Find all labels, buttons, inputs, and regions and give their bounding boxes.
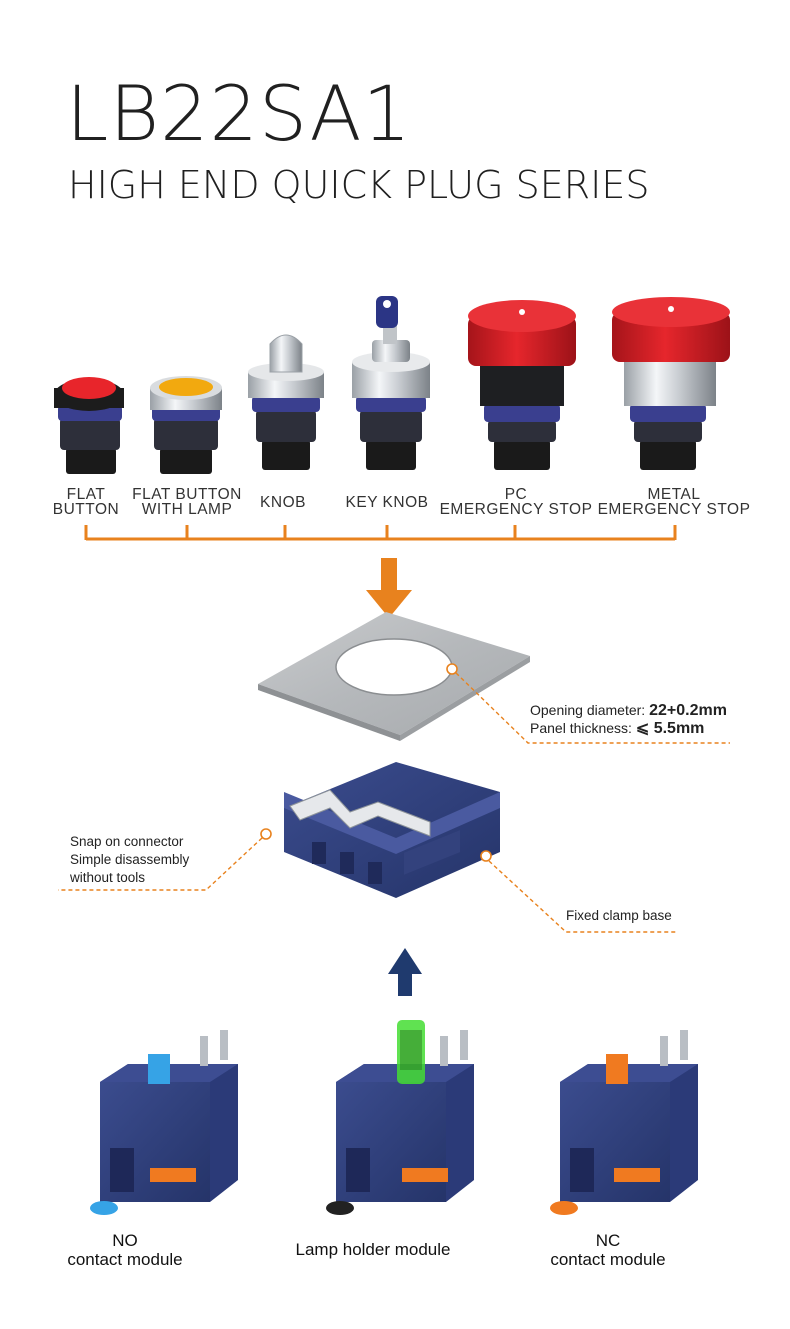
- label-flat-button-lamp: FLAT BUTTON WITH LAMP: [132, 486, 242, 518]
- fixed-clamp-note: Fixed clamp base: [566, 908, 672, 923]
- label-metal-emergency-stop: METAL EMERGENCY STOP: [597, 486, 751, 518]
- arrow-up-icon: [388, 948, 422, 996]
- panel-thickness-label: Panel thickness:: [530, 720, 632, 736]
- no-module-icon: [90, 1030, 238, 1215]
- opening-diameter-spec: Opening diameter: 22+0.2mm: [530, 701, 727, 720]
- label-knob: KNOB: [260, 494, 306, 511]
- lamp-button-icon: [150, 376, 222, 474]
- flat-button-icon: [54, 377, 124, 474]
- orange-bracket: [84, 525, 677, 541]
- nc-module-icon: [550, 1030, 698, 1215]
- lamp-module-label: Lamp holder module: [295, 1240, 451, 1259]
- lamp-module-icon: [326, 1020, 474, 1215]
- opening-diameter-value: 22+0.2mm: [649, 702, 727, 719]
- pc-emergency-stop-icon: [468, 300, 576, 470]
- label-pc-emergency-stop: PC EMERGENCY STOP: [439, 486, 593, 518]
- panel-thickness-spec: Panel thickness: ⩽ 5.5mm: [530, 719, 704, 738]
- base-callout-right: [480, 850, 676, 933]
- snap-connector-note: Snap on connector Simple disassembly wit…: [70, 834, 190, 885]
- metal-emergency-stop-icon: [612, 297, 730, 470]
- mounting-panel: [258, 612, 530, 741]
- key-knob-icon: [352, 296, 430, 470]
- no-module-label: NO contact module: [67, 1231, 183, 1269]
- clamp-base: [284, 762, 500, 898]
- arrow-down-icon: [366, 558, 412, 618]
- base-callout-left: [58, 828, 272, 891]
- label-flat-button: FLAT BUTTON: [52, 486, 120, 518]
- knob-icon: [248, 334, 324, 470]
- panel-callout: [446, 663, 730, 744]
- nc-module-label: NC contact module: [550, 1231, 666, 1269]
- panel-thickness-value: ⩽ 5.5mm: [635, 720, 705, 737]
- series-subtitle: HIGH END QUICK PLUG SERIES: [68, 163, 650, 207]
- product-model-title: LB22SA1: [66, 69, 412, 158]
- label-key-knob: KEY KNOB: [345, 494, 429, 511]
- opening-diameter-label: Opening diameter:: [530, 702, 646, 718]
